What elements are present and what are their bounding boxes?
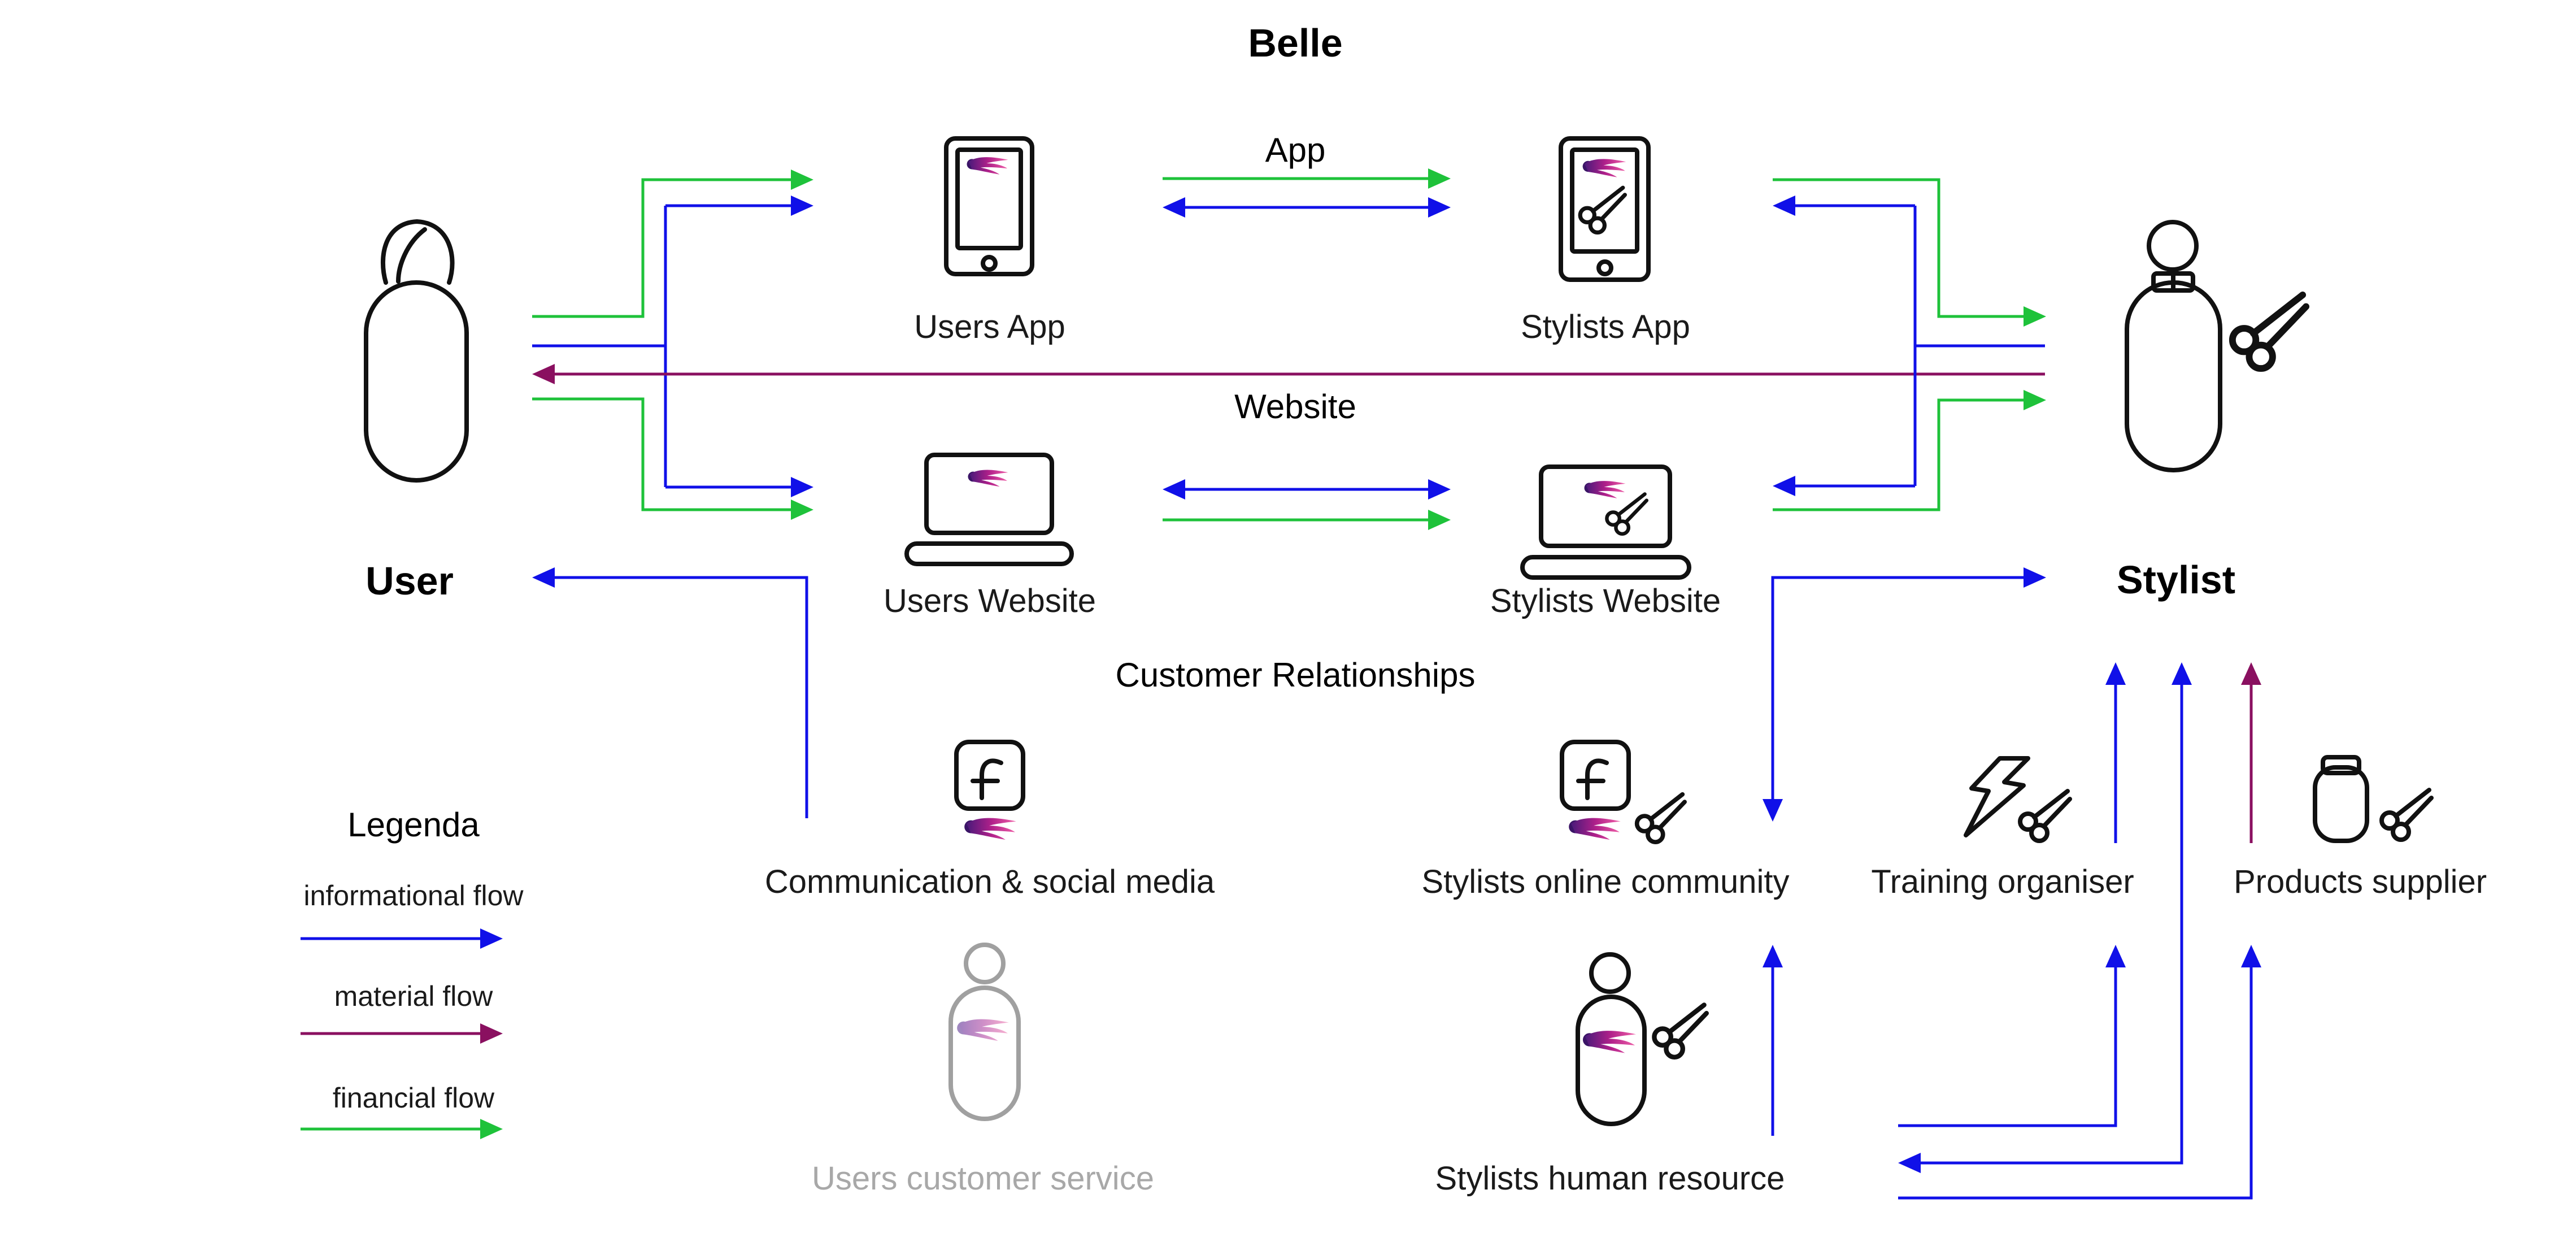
facebook-icon xyxy=(954,740,1025,840)
scissors-icon xyxy=(1637,795,1685,842)
arrowhead xyxy=(1428,479,1451,500)
jar-icon xyxy=(2313,755,2431,843)
flow-informational-hr-to-training xyxy=(1898,967,2117,1127)
scissors-icon xyxy=(2020,791,2070,841)
stylist-person-icon xyxy=(2125,220,2306,472)
belle-hair-logo-icon xyxy=(1569,818,1621,840)
arrowhead xyxy=(2105,662,2126,685)
arrowhead xyxy=(791,196,813,216)
arrowhead xyxy=(1773,476,1795,496)
stylist-scissors-icon xyxy=(2233,295,2306,368)
stylists-facebook-icon xyxy=(1560,740,1685,842)
flow-financial-user-to-users-app xyxy=(532,178,791,318)
belle-hair-logo-icon xyxy=(957,1019,1009,1041)
belle-hair-logo-icon xyxy=(968,470,1008,487)
laptop-icon xyxy=(904,453,1074,566)
arrowhead xyxy=(1763,945,1783,967)
arrowhead xyxy=(1898,1153,1921,1173)
flow-informational-community-to-stylist xyxy=(1771,576,2024,799)
communication-label: Communication & social media xyxy=(765,863,1215,900)
arrowhead xyxy=(1428,197,1451,218)
arrowhead xyxy=(1428,510,1451,530)
flow-informational-hr-to-supplier xyxy=(1898,967,2253,1200)
stylist-label: Stylist xyxy=(2117,558,2235,602)
users-website-label: Users Website xyxy=(884,583,1096,619)
arrowhead xyxy=(1163,479,1185,500)
phone-icon xyxy=(944,136,1034,276)
legend-arrowhead-financial xyxy=(480,1119,503,1139)
arrowhead xyxy=(1428,168,1451,189)
stylist-hr-person-icon xyxy=(1576,952,1707,1126)
scissors-icon xyxy=(2382,790,2431,840)
arrowhead xyxy=(2105,945,2126,967)
customer-relationships-label: Customer Relationships xyxy=(1116,656,1476,694)
flow-informational-communication-to-user xyxy=(555,576,808,818)
person-icon xyxy=(364,219,469,483)
diagram-title: Belle xyxy=(1248,21,1342,65)
legend-label-financial: financial flow xyxy=(333,1082,495,1114)
stylists-laptop-icon xyxy=(1520,464,1691,580)
customer-service-person-icon xyxy=(948,943,1021,1121)
stylists-website-label: Stylists Website xyxy=(1490,583,1721,619)
arrowhead xyxy=(532,567,555,588)
arrowhead xyxy=(1763,799,1783,822)
stylists-hr-label: Stylists human resource xyxy=(1435,1160,1785,1197)
arrowhead xyxy=(532,364,555,384)
legend-label-material: material flow xyxy=(334,980,494,1012)
stylists-phone-icon xyxy=(1559,136,1651,282)
scissors-icon xyxy=(1580,188,1625,232)
arrowhead xyxy=(2024,390,2046,410)
arrowhead xyxy=(2024,567,2046,588)
lightning-icon xyxy=(1964,756,2070,841)
arrowhead xyxy=(2241,945,2261,967)
belle-hair-logo-icon xyxy=(1582,159,1626,177)
arrowhead xyxy=(791,477,813,497)
arrowhead xyxy=(2241,662,2261,685)
flow-financial-stylists-app-to-stylist xyxy=(1773,178,2024,318)
scissors-icon xyxy=(1607,494,1646,533)
legend: Legenda informational flow material flow… xyxy=(301,806,524,1139)
arrowhead xyxy=(1163,197,1185,218)
products-supplier-label: Products supplier xyxy=(2234,863,2487,900)
stylists-community-label: Stylists online community xyxy=(1421,863,1789,900)
stylists-app-label: Stylists App xyxy=(1521,309,1690,345)
scissors-icon xyxy=(1654,1005,1706,1057)
arrowhead xyxy=(791,170,813,190)
belle-hair-logo-icon xyxy=(1582,1031,1637,1053)
belle-hair-logo-icon xyxy=(967,157,1008,175)
flow-informational-stylist-to-hr xyxy=(1921,685,2183,1165)
arrowhead xyxy=(1773,196,1795,216)
belle-hair-logo-icon xyxy=(1584,481,1626,498)
users-customer-service-label: Users customer service xyxy=(812,1160,1154,1197)
belle-hair-logo-icon xyxy=(964,818,1016,840)
flow-financial-stylists-website-to-stylist xyxy=(1773,398,2024,511)
app-channel-label: App xyxy=(1265,131,1326,169)
arrowhead xyxy=(2172,662,2192,685)
legend-arrowhead-material xyxy=(480,1023,503,1044)
flow-financial-user-to-users-website xyxy=(532,397,791,511)
users-app-label: Users App xyxy=(914,309,1065,345)
arrowhead xyxy=(2024,306,2046,327)
user-label: User xyxy=(365,559,454,603)
arrowhead xyxy=(791,500,813,520)
legend-arrowhead-informational xyxy=(480,928,503,949)
training-organiser-label: Training organiser xyxy=(1871,863,2134,900)
legend-title: Legenda xyxy=(347,806,480,844)
website-channel-label: Website xyxy=(1234,388,1356,426)
legend-label-informational: informational flow xyxy=(303,880,524,911)
